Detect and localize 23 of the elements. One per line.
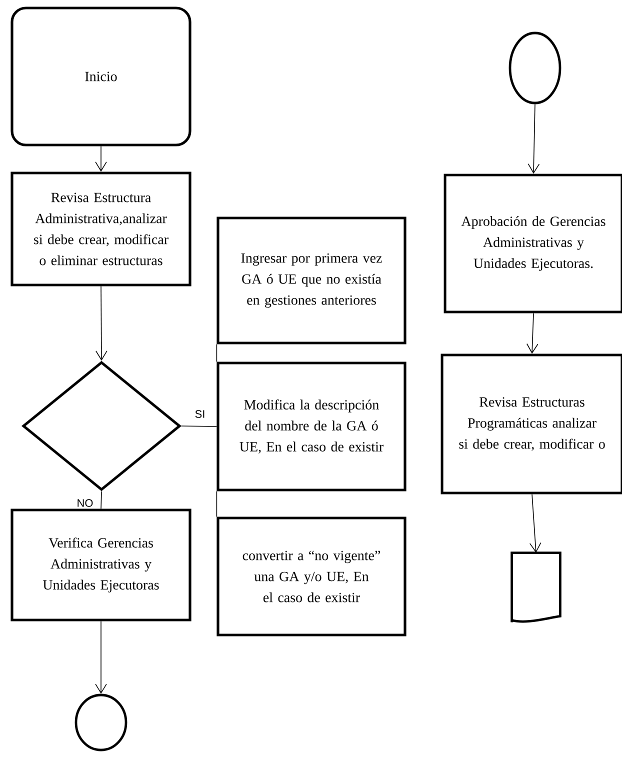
arrow — [96, 286, 108, 361]
process-box: Modifica la descripción del nombre de la GA ó UE, En el caso de existir — [216, 362, 406, 492]
connector-line — [216, 344, 218, 362]
connector-circle — [74, 694, 128, 752]
edge-label: SI — [194, 409, 206, 419]
process-box: Verifica Gerencias Administrativas y Unidades Ejecutoras — [10, 508, 192, 622]
start-box: Inicio — [10, 6, 192, 146]
process-box: Aprobación de Gerencias Administrativas y Unidades Ejecutoras. — [444, 174, 622, 314]
process-box: Ingresar por primera vez GA ó UE que no existía en gestiones anteriores — [216, 216, 406, 344]
process-box: convertir a “no vigente” una GA y/o UE, En el caso de existir — [216, 516, 406, 636]
connector-line — [100, 490, 102, 510]
connector-line — [180, 426, 218, 427]
connector-circle — [508, 32, 562, 104]
arrow — [526, 312, 538, 354]
arrow — [529, 494, 542, 553]
process-box: Revisa Estructura Administrativa,analizar si debe crear, modificar o eliminar estructuras — [10, 172, 192, 286]
process-box: Revisa Estructuras Programáticas analizar si debe crear, modificar o — [440, 354, 622, 494]
connector-line — [216, 490, 218, 518]
arrow — [95, 146, 107, 172]
document-shape — [510, 552, 562, 623]
arrow — [95, 620, 107, 694]
edge-label: NO — [76, 498, 94, 508]
arrow — [528, 104, 540, 174]
